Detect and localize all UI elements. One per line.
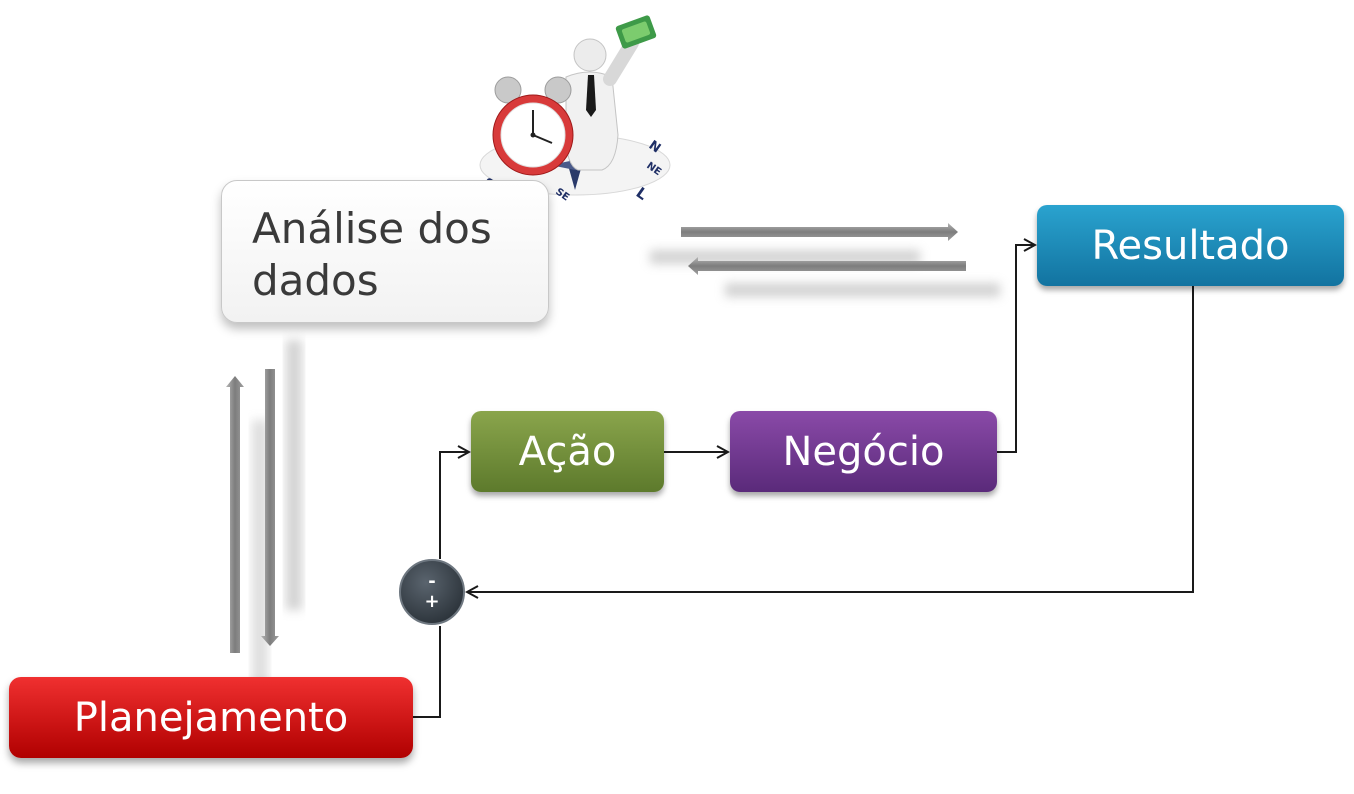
node-acao-label: Ação (518, 428, 617, 475)
node-planejamento[interactable]: Planejamento (9, 677, 413, 758)
summing-junction-plus: + (424, 591, 440, 612)
businessman-figure (565, 15, 657, 171)
summing-junction-minus: - (428, 571, 436, 592)
gray-arrow-left (688, 257, 966, 275)
node-planejamento-label: Planejamento (73, 694, 349, 741)
connector-sum-to-acao (439, 452, 469, 559)
node-negocio-label: Negócio (782, 428, 945, 475)
node-resultado[interactable]: Resultado (1037, 205, 1344, 286)
businessman-with-clock-and-compass-icon: N NE L SE S (479, 15, 671, 204)
node-analise-dos-dados[interactable]: Análise dos dados (221, 180, 549, 323)
flow-connectors (413, 245, 1194, 718)
connector-resultado-to-sum (467, 286, 1194, 592)
horizontal-gray-arrows (650, 223, 1000, 297)
connector-negocio-to-resultado (997, 245, 1035, 453)
gray-arrow-right (681, 223, 958, 241)
node-negocio[interactable]: Negócio (730, 411, 997, 492)
node-acao[interactable]: Ação (471, 411, 664, 492)
gray-arrow-up (226, 376, 244, 653)
node-resultado-label: Resultado (1091, 222, 1290, 269)
alarm-clock (492, 76, 574, 176)
summing-junction[interactable]: - + (399, 559, 465, 625)
gray-arrow-down (261, 369, 279, 646)
node-analise-label: Análise dos dados (252, 204, 492, 305)
connector-planejamento-to-sum (413, 626, 441, 718)
vertical-gray-arrows (226, 340, 302, 690)
